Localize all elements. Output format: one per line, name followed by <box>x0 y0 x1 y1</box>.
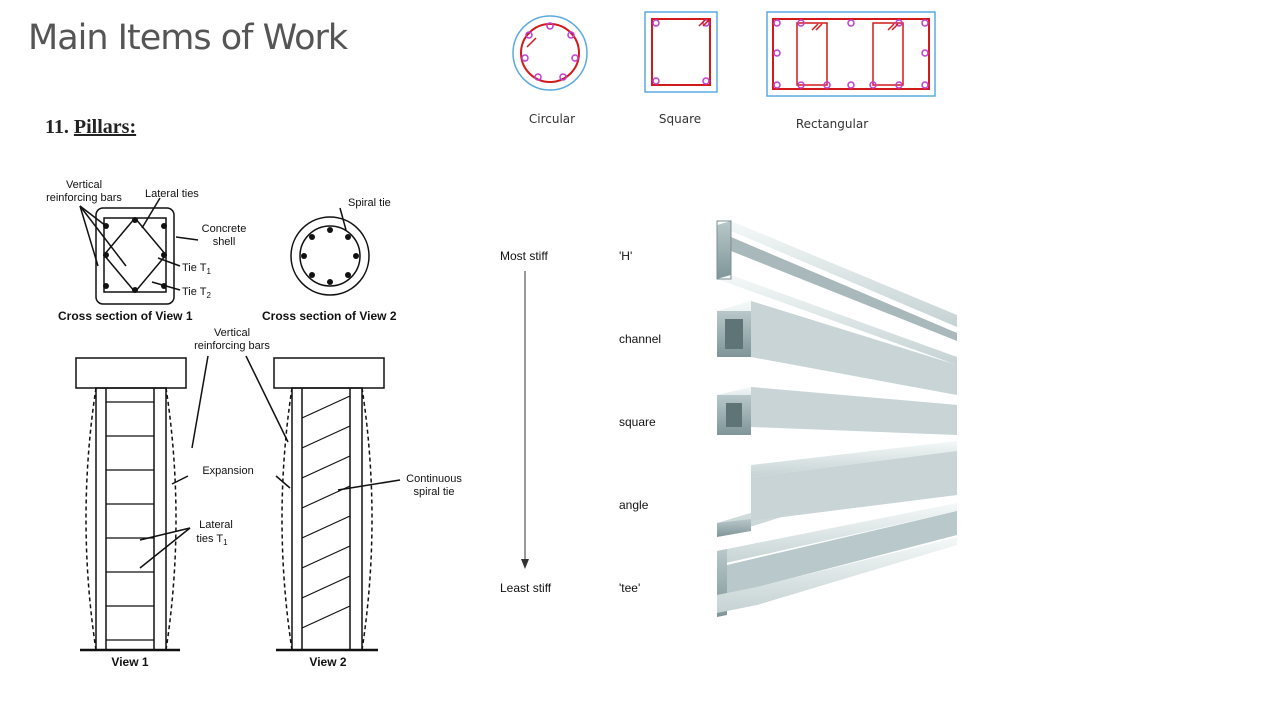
label-profile-angle: angle <box>619 498 649 512</box>
label-profile-h: 'H' <box>619 249 632 263</box>
section-label: Pillars: <box>73 116 137 138</box>
spiral-tie-view2 <box>301 395 351 629</box>
h-beam-profile <box>716 220 957 365</box>
tee-profile <box>717 503 957 617</box>
label-concrete-shell-2: shell <box>213 236 236 248</box>
column-reinforcement-figure: Vertical reinforcing bars Lateral ties C… <box>46 179 462 669</box>
label-cross-section-view2: Cross section of View 2 <box>262 309 397 323</box>
label-vertical-bars-center-2: reinforcing bars <box>194 340 270 352</box>
circular-section <box>512 15 588 91</box>
label-concrete-shell-1: Concrete <box>202 223 247 235</box>
rectangular-section <box>766 11 936 97</box>
label-vertical-bars-center-1: Vertical <box>214 327 250 339</box>
slide-title: Main Items of Work <box>28 18 348 58</box>
square-profile <box>717 387 957 435</box>
label-view1: View 1 <box>111 655 148 669</box>
label-lateral-ties-t1-2: ties T1 <box>196 533 228 547</box>
square-section <box>644 11 718 93</box>
label-lateral-ties-t1-1: Lateral <box>199 519 233 531</box>
reinforcing-bars <box>103 217 359 293</box>
label-profile-channel: channel <box>619 332 661 346</box>
label-view2: View 2 <box>309 655 346 669</box>
label-tie-t2: Tie T2 <box>182 286 211 300</box>
label-profile-tee: 'tee' <box>619 581 640 595</box>
label-profile-square: square <box>619 415 656 429</box>
caption-square: Square <box>659 112 701 126</box>
lateral-ties-view1 <box>106 401 154 641</box>
channel-profile <box>717 301 957 395</box>
label-vertical-bars-1: Vertical <box>66 179 102 191</box>
caption-rectangular: Rectangular <box>796 117 868 131</box>
angle-profile <box>717 441 957 537</box>
label-most-stiff: Most stiff <box>500 249 548 263</box>
label-cross-section-view1: Cross section of View 1 <box>58 309 193 323</box>
profile-stiffness-figure: Most stiff Least stiff 'H' channel squar <box>495 215 965 625</box>
label-continuous-spiral-2: spiral tie <box>414 486 455 498</box>
caption-circular: Circular <box>529 112 575 126</box>
section-number: 11. <box>45 116 69 138</box>
label-vertical-bars-2: reinforcing bars <box>46 192 122 204</box>
section-heading: 11. Pillars: <box>45 116 136 139</box>
label-spiral-tie: Spiral tie <box>348 197 391 209</box>
label-tie-t1: Tie T1 <box>182 262 211 276</box>
label-continuous-spiral-1: Continuous <box>406 473 462 485</box>
label-least-stiff: Least stiff <box>500 581 552 595</box>
section-shapes-figure: Circular Square Rectangular <box>512 11 936 131</box>
label-lateral-ties: Lateral ties <box>145 188 199 200</box>
label-expansion: Expansion <box>202 465 253 477</box>
